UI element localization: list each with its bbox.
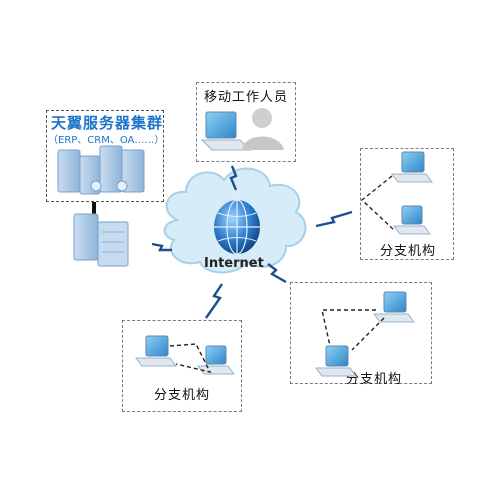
mobile-worker-box [196, 82, 296, 162]
laptop-icon [135, 335, 177, 367]
server-icon [73, 213, 129, 267]
lightning-icon [151, 242, 172, 252]
laptop-icon [200, 111, 252, 151]
mobile-worker-label: 移动工作人员 [204, 90, 289, 105]
lightning-icon [205, 283, 223, 319]
branch-box-right-top [360, 148, 454, 260]
lightning-icon [229, 165, 238, 191]
cluster-subtitle: （ERP、CRM、OA……） [48, 135, 165, 146]
branch-label-left-bottom: 分支机构 [154, 388, 211, 403]
internet-label: Internet [204, 256, 264, 271]
branch-label-right-bottom: 分支机构 [346, 372, 403, 387]
lightning-icon [267, 263, 287, 284]
branch-box-left-bottom [122, 320, 242, 412]
laptop-icon [393, 205, 431, 235]
branch-box-right-bottom [290, 282, 432, 384]
server-cluster-icon [57, 145, 145, 195]
branch-link-line [351, 317, 385, 351]
cluster-title: 天翼服务器集群 [51, 114, 164, 132]
globe-icon [214, 199, 260, 255]
lightning-icon [315, 210, 353, 228]
branch-link-line [360, 175, 395, 231]
laptop-icon [373, 291, 415, 323]
branch-label-right-top: 分支机构 [380, 244, 437, 259]
laptop-icon [391, 151, 433, 183]
laptop-icon [315, 345, 357, 377]
branch-link-line [321, 309, 376, 347]
user-icon [242, 108, 284, 150]
server-cluster-box [46, 110, 164, 202]
laptop-icon [197, 345, 235, 375]
